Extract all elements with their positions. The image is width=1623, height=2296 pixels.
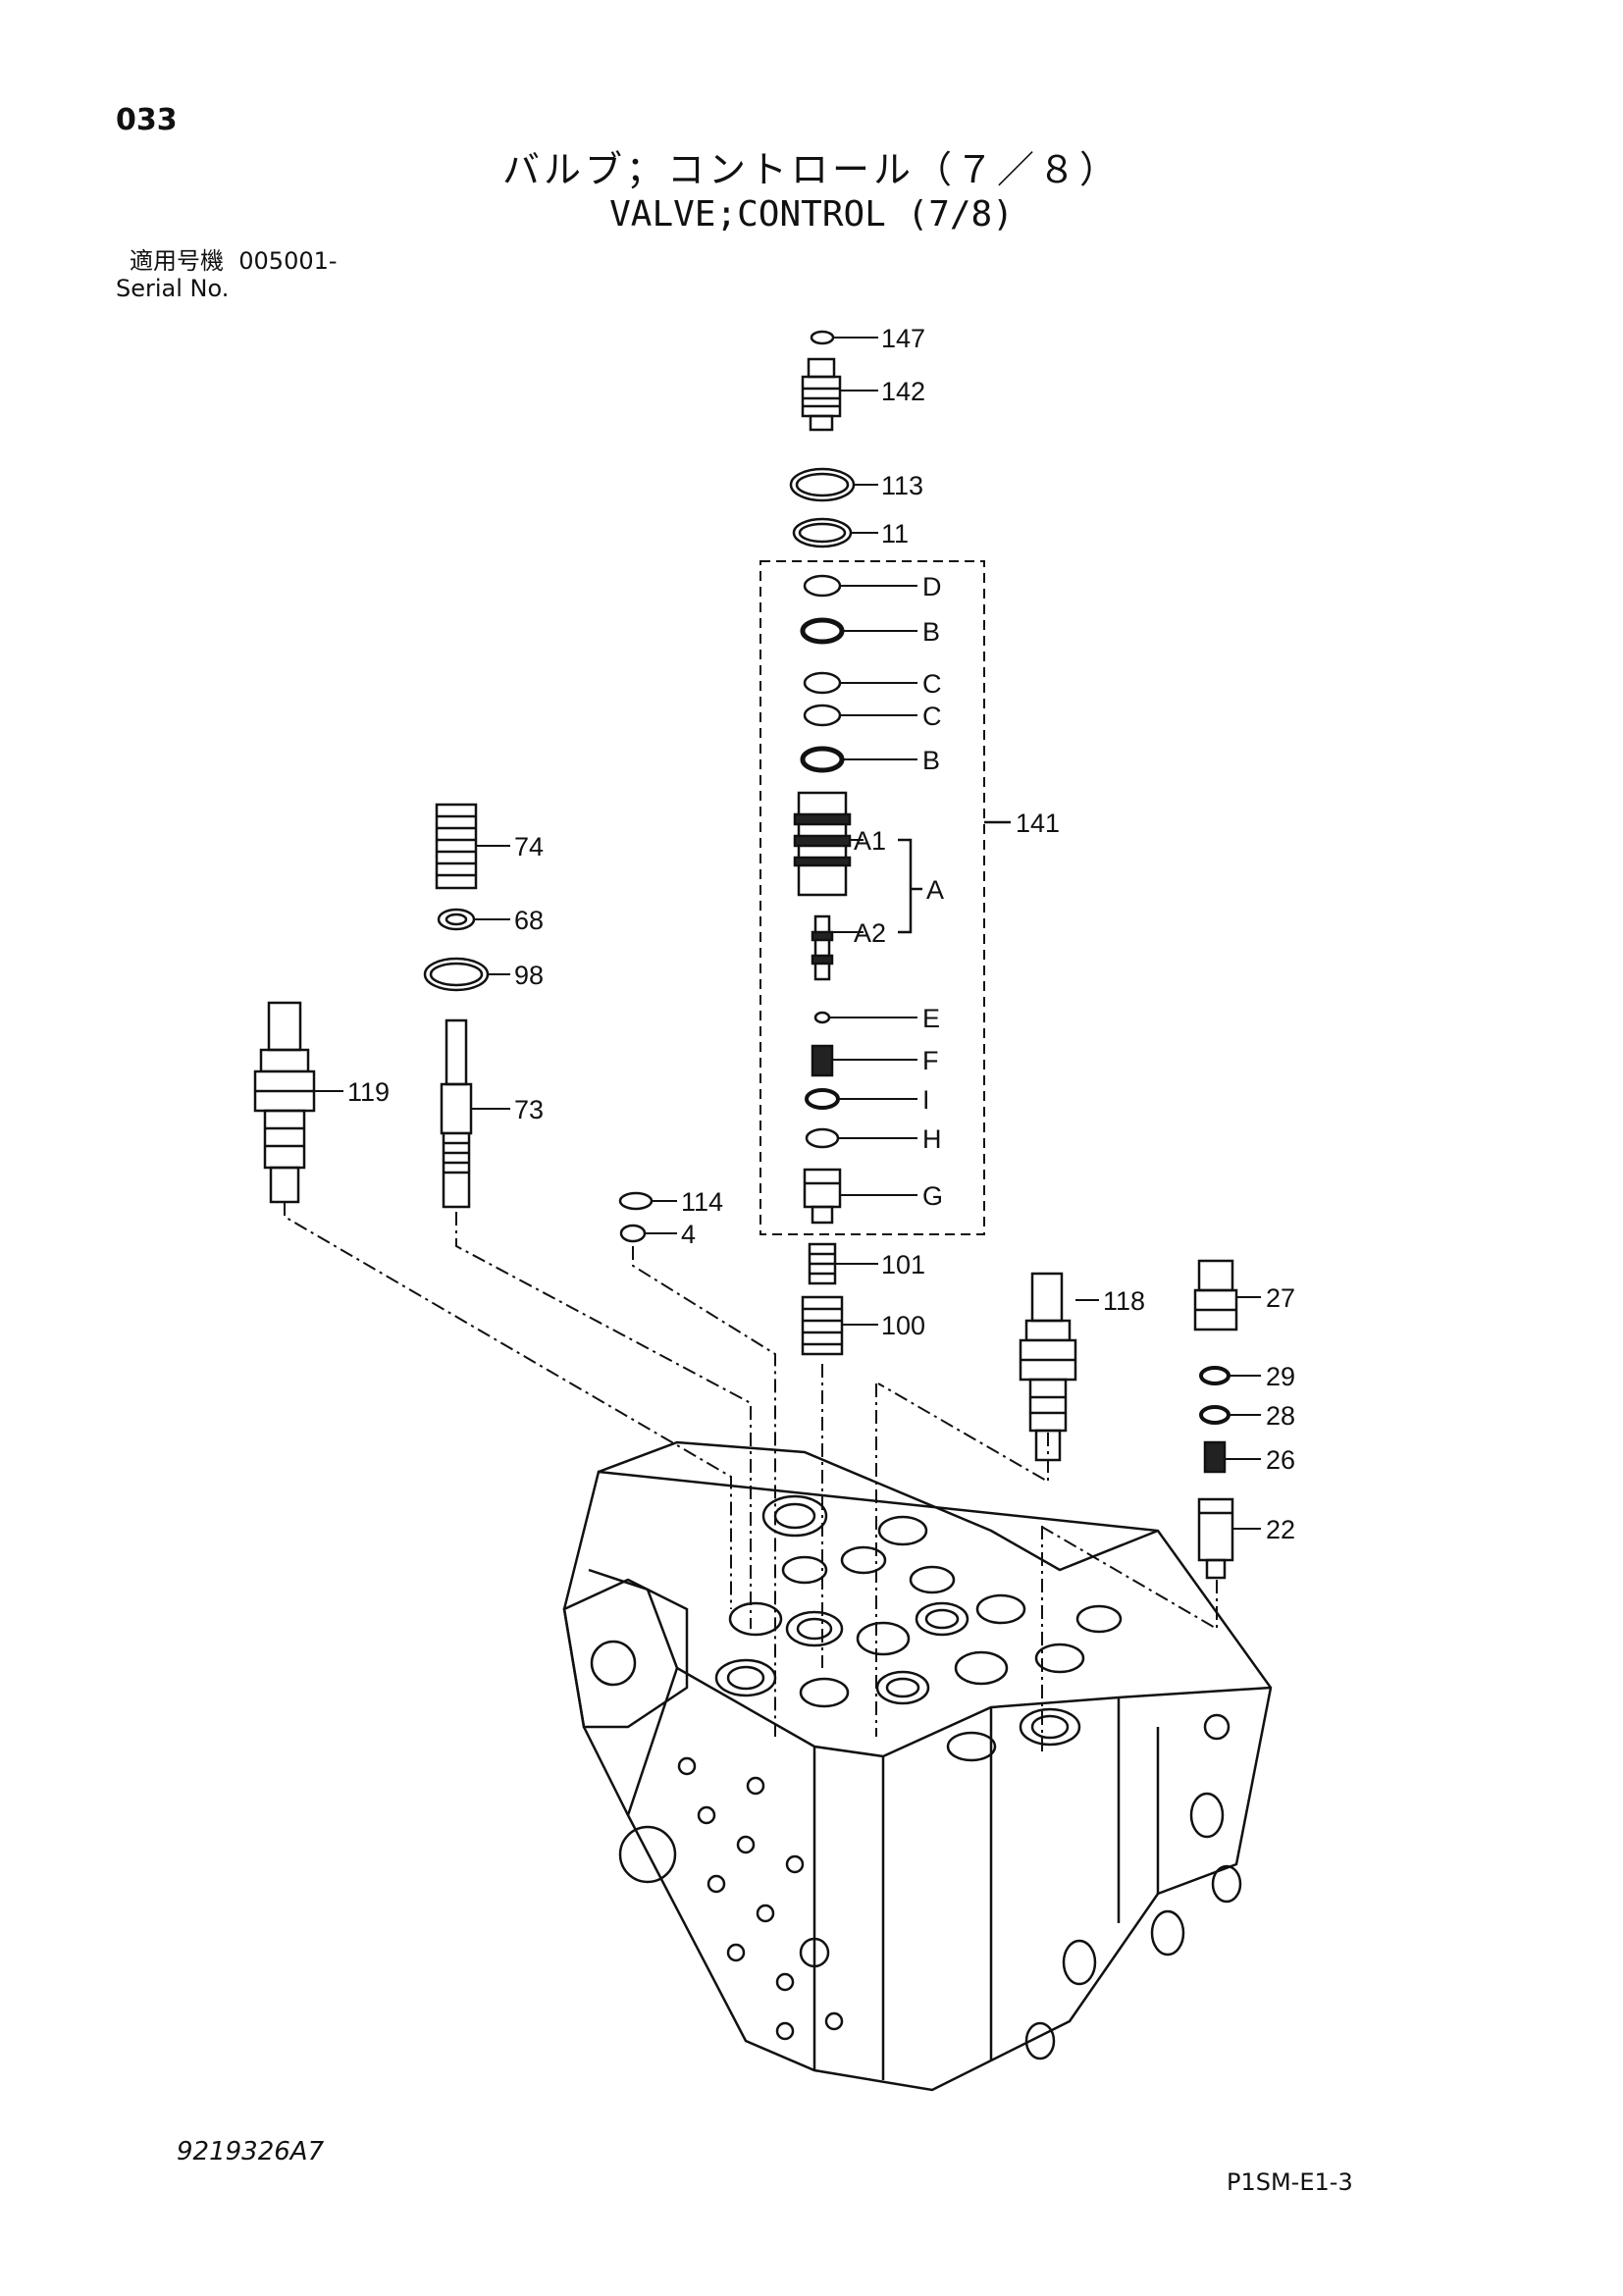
- label-119: 119: [347, 1077, 390, 1107]
- label-i: I: [922, 1085, 930, 1115]
- part-100-spring: [801, 1295, 844, 1356]
- part-e-ball: [813, 1011, 831, 1024]
- label-11: 11: [881, 519, 909, 548]
- label-b-upper: B: [922, 617, 940, 647]
- label-22: 22: [1266, 1515, 1295, 1544]
- part-g-plug: [803, 1168, 842, 1225]
- label-a2: A2: [854, 918, 886, 948]
- part-h-ring: [805, 1127, 840, 1149]
- callout-labels: 147 142 113 11 D B C C B A1 A A2 141 E F…: [347, 324, 1295, 1544]
- label-a1: A1: [854, 826, 886, 856]
- part-i-ring: [805, 1088, 840, 1110]
- part-28-ring: [1199, 1405, 1230, 1425]
- part-4-ring: [619, 1224, 647, 1243]
- part-73-spool: [440, 1018, 473, 1209]
- label-c-lower: C: [922, 702, 942, 731]
- label-b-lower: B: [922, 746, 940, 775]
- part-98-oring: [423, 957, 490, 992]
- serial-label-en: Serial No.: [116, 275, 230, 302]
- label-141: 141: [1016, 809, 1060, 838]
- part-142-plug: [801, 357, 842, 432]
- part-f-spring: [811, 1044, 834, 1077]
- leader-lines: [314, 337, 1261, 1530]
- part-b-ring-lower: [800, 746, 845, 773]
- serial-label-jp: 適用号機: [130, 247, 224, 275]
- label-a: A: [926, 875, 944, 905]
- label-c-upper: C: [922, 669, 942, 699]
- part-114-oring: [618, 1191, 654, 1211]
- part-22-plunger: [1197, 1497, 1234, 1580]
- part-a1-sleeve: [793, 791, 852, 897]
- valve-body: [562, 1440, 1273, 2092]
- label-74: 74: [514, 832, 544, 861]
- label-147: 147: [881, 324, 925, 353]
- part-d-ring: [803, 574, 842, 598]
- label-29: 29: [1266, 1362, 1295, 1391]
- part-27-plug: [1193, 1259, 1238, 1331]
- drawing-number: 9219326A7: [177, 2137, 325, 2166]
- label-101: 101: [881, 1250, 925, 1279]
- label-100: 100: [881, 1311, 925, 1340]
- label-e: E: [922, 1004, 940, 1033]
- part-b-ring-upper: [800, 617, 845, 645]
- part-68-washer: [437, 908, 476, 931]
- label-73: 73: [514, 1095, 544, 1124]
- label-113: 113: [881, 471, 923, 500]
- part-a2-spool: [811, 914, 834, 981]
- title-japanese: バルブ；コントロール（７／８）: [501, 148, 1121, 191]
- part-119-relief-valve: [253, 1001, 316, 1204]
- serial-value: 005001-: [238, 247, 338, 275]
- assembly-lines: [284, 1202, 1218, 1756]
- part-74-spring: [435, 803, 478, 890]
- serial-block: 適用号機 005001- Serial No.: [116, 247, 338, 302]
- part-101-spring: [808, 1242, 837, 1285]
- part-c-ring-lower: [803, 704, 842, 727]
- part-113-oring: [789, 467, 856, 502]
- sheet-code: P1SM-E1-3: [1227, 2168, 1353, 2196]
- label-118: 118: [1103, 1286, 1145, 1316]
- part-26-spring: [1203, 1440, 1227, 1474]
- label-4: 4: [681, 1220, 696, 1249]
- label-g: G: [922, 1181, 943, 1211]
- label-27: 27: [1266, 1283, 1295, 1313]
- label-28: 28: [1266, 1401, 1295, 1431]
- part-29-ring: [1199, 1366, 1230, 1385]
- part-147-oring: [810, 330, 835, 345]
- label-26: 26: [1266, 1445, 1295, 1475]
- part-c-ring-upper: [803, 671, 842, 695]
- page-number: 033: [116, 103, 178, 137]
- label-142: 142: [881, 377, 925, 406]
- label-114: 114: [681, 1187, 723, 1217]
- part-a-bracket: [898, 838, 922, 934]
- label-f: F: [922, 1046, 939, 1075]
- part-11-oring: [792, 517, 853, 548]
- label-d: D: [922, 572, 942, 601]
- kit-141-boundary: [759, 560, 985, 1235]
- title-english: VALVE;CONTROL (7/8): [609, 194, 1014, 235]
- label-h: H: [922, 1124, 942, 1154]
- part-118-relief-valve: [1019, 1272, 1077, 1462]
- label-68: 68: [514, 906, 544, 935]
- label-98: 98: [514, 961, 544, 990]
